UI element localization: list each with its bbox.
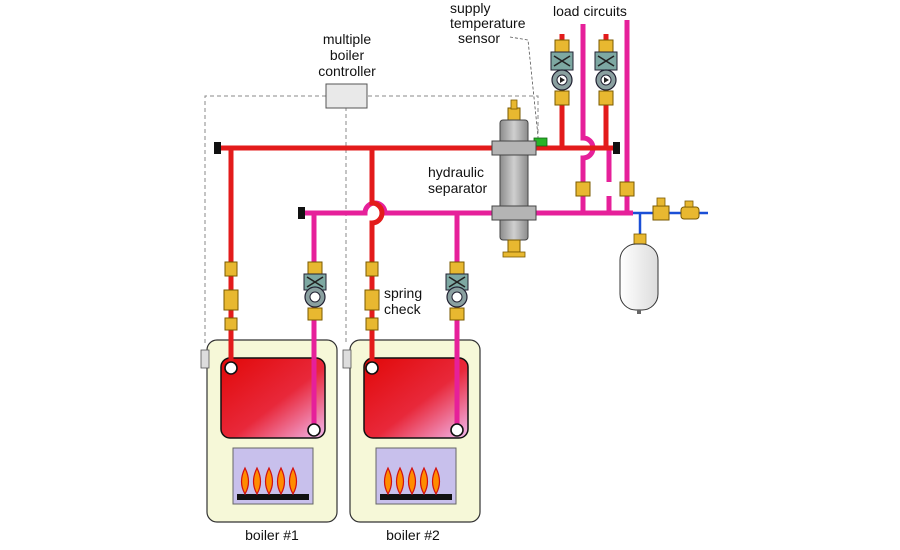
boiler-1 xyxy=(200,339,338,523)
supply-piping xyxy=(218,34,617,368)
boiler-connections xyxy=(224,361,464,437)
burner-1 xyxy=(237,494,309,500)
make-up-water-assembly xyxy=(633,197,708,236)
burner-2 xyxy=(380,494,452,500)
sensor-label-line3: sensor xyxy=(458,30,500,46)
boiler-1-label: boiler #1 xyxy=(245,527,299,543)
separator-label-line2: separator xyxy=(428,180,487,196)
controller-label-line2: boiler xyxy=(330,47,365,63)
controller-wiring xyxy=(204,95,539,345)
sensor-label-line1: supply xyxy=(450,0,490,16)
boiler-2-supply-fittings xyxy=(364,261,380,331)
controller-label-line1: multiple xyxy=(323,31,371,47)
load-return-valves xyxy=(575,181,635,197)
boiler-1-supply-fittings xyxy=(223,261,239,331)
sensor-leader-line xyxy=(509,36,539,137)
load-circuits-label: load circuits xyxy=(553,3,627,19)
sensor-label-line2: temperature xyxy=(450,15,526,31)
hydraulic-separator xyxy=(491,99,537,258)
boiler-1-pump xyxy=(303,261,327,321)
spring-check-label-line1: spring xyxy=(384,285,422,301)
flames-2 xyxy=(383,466,441,496)
controller-label-line3: controller xyxy=(318,63,376,79)
boiler-2-label: boiler #2 xyxy=(386,527,440,543)
heat-exchanger-2 xyxy=(363,357,469,439)
expansion-tank xyxy=(619,233,659,314)
boiler-controller-box xyxy=(325,83,368,109)
pipe-caps xyxy=(214,142,620,219)
pump-load-left xyxy=(550,39,574,106)
heat-exchanger-1 xyxy=(220,357,326,439)
separator-label-line1: hydraulic xyxy=(428,164,484,180)
boiler-2 xyxy=(342,339,481,523)
flames-1 xyxy=(240,466,298,496)
pump-load-right xyxy=(594,39,618,106)
boiler-2-pump xyxy=(445,261,469,321)
spring-check-label-line2: check xyxy=(384,301,422,317)
